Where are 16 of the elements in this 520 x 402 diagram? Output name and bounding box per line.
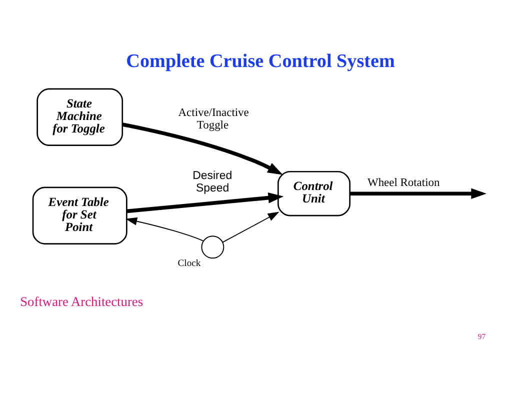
edge-label: Desired Speed bbox=[192, 169, 232, 194]
arrow bbox=[350, 188, 486, 198]
arrow bbox=[222, 211, 280, 242]
edge-label: Wheel Rotation bbox=[368, 176, 440, 189]
diagram-title: Complete Cruise Control System bbox=[126, 50, 395, 72]
label: Software Architectures bbox=[20, 294, 144, 309]
node-label: Clock bbox=[178, 257, 201, 268]
edge-label: Active/Inactive Toggle bbox=[178, 106, 249, 131]
arrow bbox=[122, 122, 283, 174]
arrow bbox=[126, 192, 284, 213]
label: 97 bbox=[478, 331, 486, 340]
node-box: State Machine for Toggle bbox=[36, 88, 124, 146]
node-box: Control Unit bbox=[278, 170, 350, 216]
arrow bbox=[126, 216, 204, 241]
node-circle bbox=[201, 235, 224, 258]
node-box: Event Table for Set Point bbox=[32, 186, 128, 244]
